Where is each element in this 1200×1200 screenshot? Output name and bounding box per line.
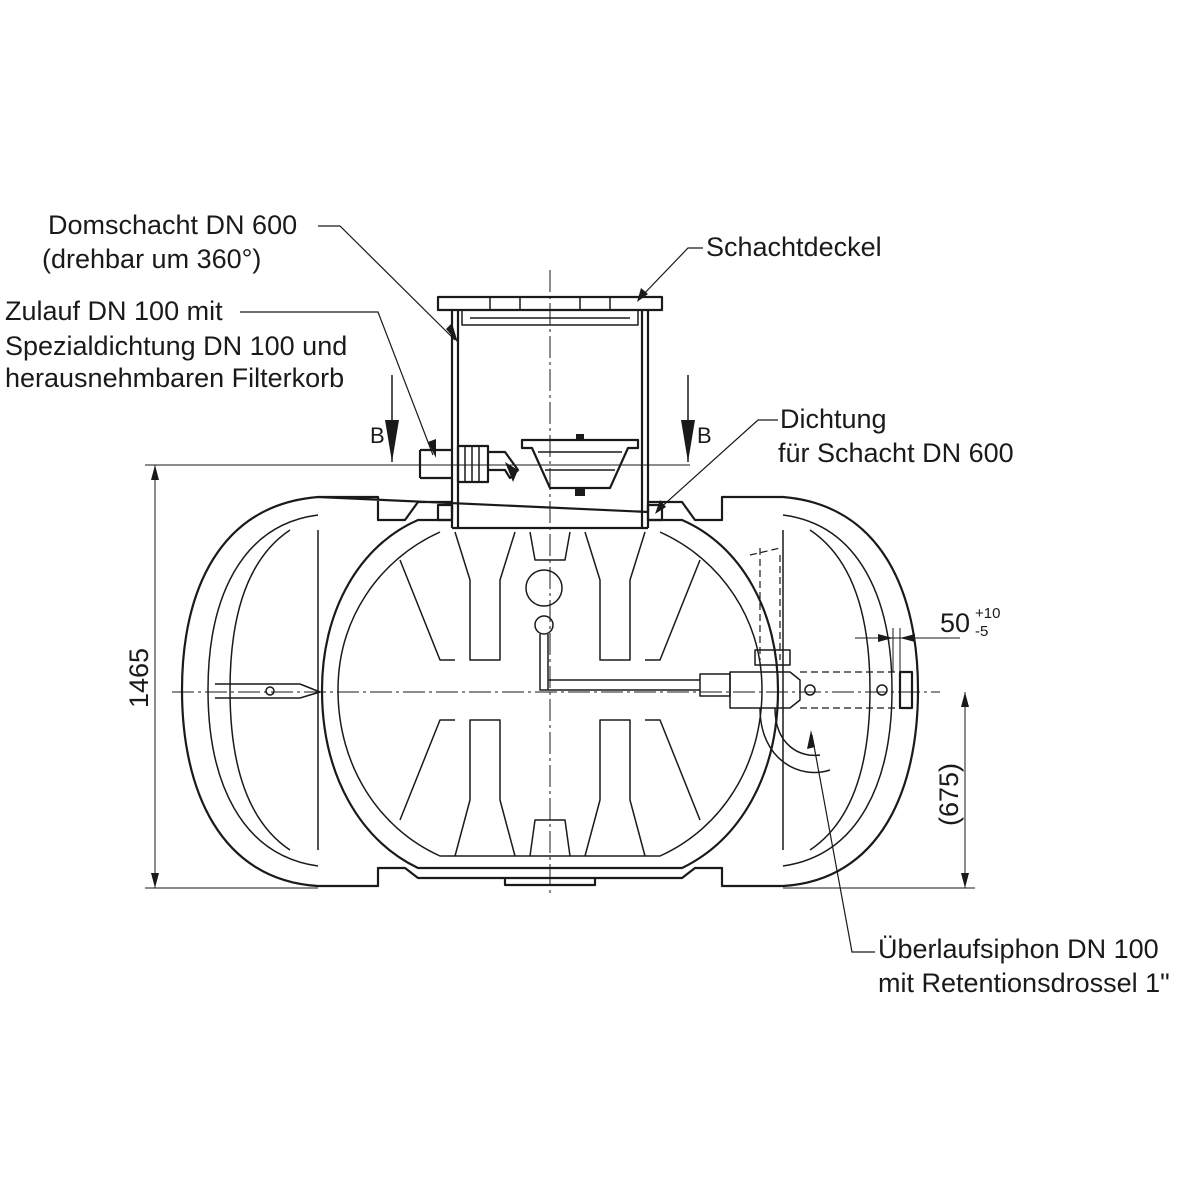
overflow-label-line2: mit Retentionsdrossel 1" bbox=[878, 968, 1170, 998]
float-ball bbox=[525, 569, 563, 607]
seal-leader-arrow bbox=[655, 500, 666, 514]
seal-left bbox=[436, 503, 454, 522]
lower-rib-3 bbox=[584, 719, 646, 857]
float-weight bbox=[534, 615, 554, 635]
filter-basket bbox=[520, 438, 640, 490]
offset-tolerance-plus: +10 bbox=[975, 605, 1000, 622]
height-dimension-text: 1465 bbox=[124, 648, 154, 708]
upper-rib-side-r bbox=[645, 559, 701, 661]
offset-tolerance-minus: -5 bbox=[975, 623, 988, 640]
upper-rib-3 bbox=[584, 531, 646, 661]
upper-rib-1 bbox=[454, 531, 516, 661]
outlet-flange bbox=[898, 670, 914, 710]
left-endcap-rib bbox=[207, 514, 319, 867]
filter-basket-inner bbox=[538, 451, 622, 471]
height-arrow-bottom bbox=[151, 873, 159, 888]
seal-label-line1: Dichtung bbox=[780, 404, 887, 434]
shaft-walls bbox=[450, 310, 650, 528]
suction-pipe bbox=[539, 634, 700, 691]
upper-rib-side-l bbox=[399, 559, 455, 661]
inlet-label-line3: herausnehmbaren Filterkorb bbox=[5, 363, 344, 393]
cover-leader-arrow bbox=[637, 288, 648, 302]
suction-assembly bbox=[525, 569, 731, 697]
right-endcap-rib-inner bbox=[809, 529, 871, 851]
leaders bbox=[240, 225, 875, 953]
outlet-hidden-pipe bbox=[800, 671, 900, 709]
filter-drain bbox=[575, 488, 585, 496]
overflow-label-line1: Überlaufsiphon DN 100 bbox=[878, 934, 1159, 964]
left-stub-hole bbox=[265, 686, 275, 696]
section-label-left: B bbox=[370, 423, 385, 448]
inlet-leader bbox=[240, 311, 434, 456]
outlet-bracket bbox=[754, 649, 791, 666]
outlet-screw-2 bbox=[876, 684, 888, 696]
cover-leader bbox=[639, 247, 703, 299]
dome-label-line2: (drehbar um 360°) bbox=[42, 244, 261, 274]
dimensions: 1465 (675) 50 +10 -5 bbox=[124, 464, 1000, 889]
siphon-body bbox=[729, 671, 801, 709]
labels: Domschacht DN 600 (drehbar um 360°) Scha… bbox=[5, 210, 1170, 998]
offset-dimension-text: 50 bbox=[940, 608, 970, 638]
overflow-leader bbox=[811, 734, 875, 953]
cover-label: Schachtdeckel bbox=[706, 232, 882, 262]
section-markers: B B bbox=[370, 375, 712, 462]
dome-leader-arrow bbox=[446, 323, 458, 343]
outlet-arrow-bottom bbox=[961, 873, 969, 888]
center-lines bbox=[172, 270, 940, 895]
overflow-siphon bbox=[729, 547, 914, 774]
lower-rib-1 bbox=[454, 719, 516, 857]
dome-label-line1: Domschacht DN 600 bbox=[48, 210, 297, 240]
siphon-hidden-pipe bbox=[749, 547, 781, 660]
outlet-height-text: (675) bbox=[934, 763, 964, 826]
lower-rib-side-l bbox=[399, 719, 455, 821]
siphon-elbow bbox=[759, 707, 831, 774]
height-arrow-top bbox=[151, 465, 159, 480]
seal-label-line2: für Schacht DN 600 bbox=[778, 438, 1014, 468]
cover-ribs bbox=[489, 297, 611, 310]
inlet-coupling bbox=[456, 444, 490, 484]
inlet-label-line2: Spezialdichtung DN 100 und bbox=[5, 331, 347, 361]
inlet-leader-arrow bbox=[428, 439, 436, 458]
inlet-valve-tip bbox=[505, 462, 518, 482]
outlet-arrow-top bbox=[961, 692, 969, 707]
offset-arrow-right bbox=[900, 634, 915, 642]
section-arrow-right bbox=[681, 420, 695, 462]
inlet-label-line1: Zulauf DN 100 mit bbox=[5, 296, 223, 326]
inlet-coupling-rings bbox=[464, 446, 480, 482]
left-endcap-rib-inner bbox=[229, 529, 291, 851]
right-endcap-rib bbox=[782, 514, 893, 867]
overflow-leader-arrow bbox=[807, 730, 815, 749]
lower-rib-side-r bbox=[645, 719, 701, 821]
inlet-pipe bbox=[418, 444, 520, 484]
shaft-cover bbox=[436, 295, 664, 312]
pipe-coupling bbox=[699, 673, 731, 697]
outlet-screw bbox=[804, 684, 816, 696]
section-arrow-left bbox=[385, 420, 399, 462]
section-label-right: B bbox=[697, 423, 712, 448]
tank-inner-wall-2 bbox=[337, 531, 763, 857]
seal-leader bbox=[657, 419, 778, 511]
offset-arrow-left bbox=[878, 634, 893, 642]
seal-right bbox=[646, 503, 664, 522]
filter-handle bbox=[576, 434, 584, 440]
dome-leader bbox=[318, 225, 456, 341]
